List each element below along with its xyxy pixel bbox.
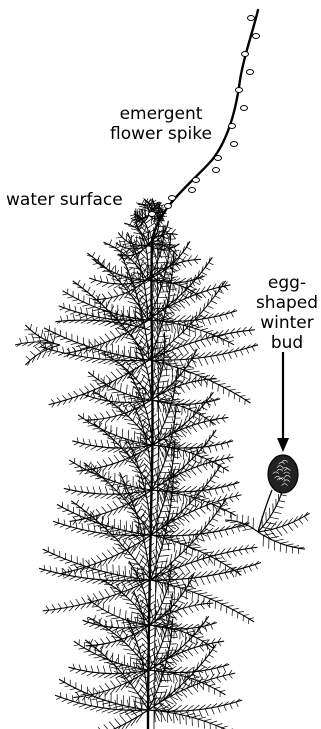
label-line: flower spike (86, 124, 236, 144)
label-line: egg- (254, 273, 320, 293)
label-line: emergent (86, 104, 236, 124)
label-water-surface: water surface (6, 190, 156, 210)
label-emergent-flower-spike: emergent flower spike (86, 104, 236, 144)
label-winter-bud: egg- shaped winter bud (254, 273, 320, 353)
label-line: bud (254, 333, 320, 353)
label-line: winter (254, 313, 320, 333)
winter-bud (258, 455, 298, 532)
pointer-arrow (277, 352, 289, 452)
label-line: shaped (254, 293, 320, 313)
